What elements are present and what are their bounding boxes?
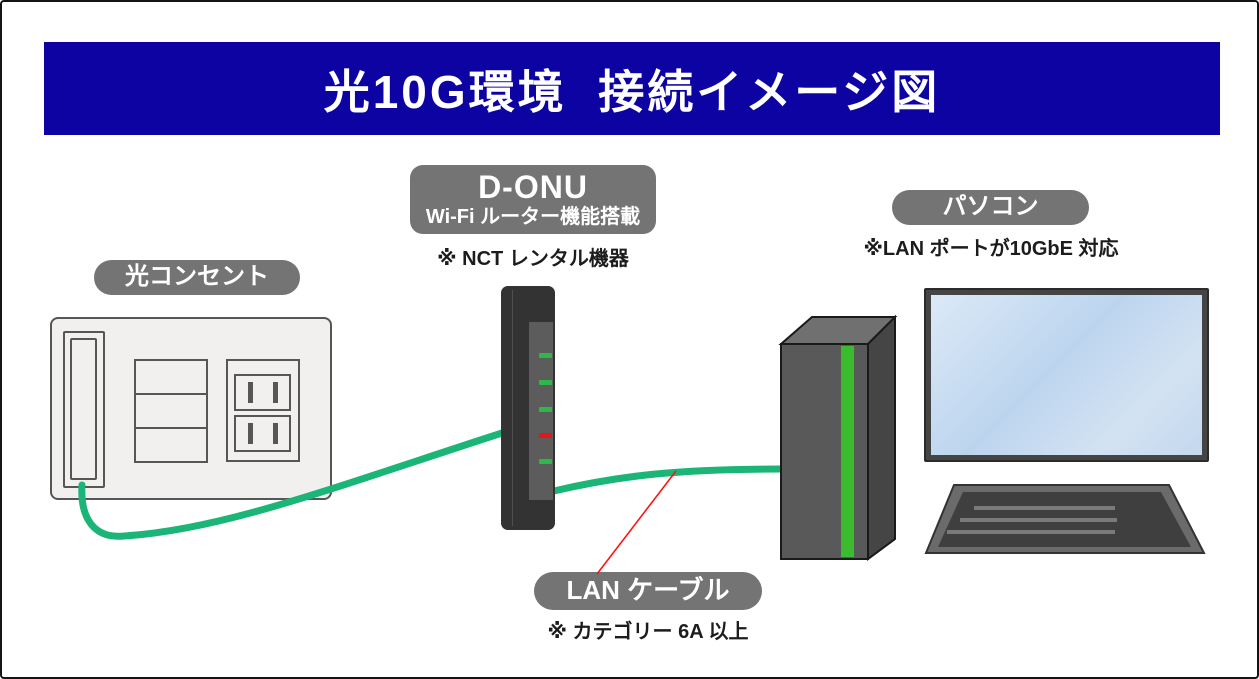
lan-cable-label-text: LAN ケーブル xyxy=(566,575,730,606)
onu-led-green xyxy=(539,407,552,412)
keyboard-body xyxy=(938,492,1191,547)
onu-seam-line xyxy=(512,290,513,526)
optical-outlet-label-text: 光コンセント xyxy=(125,263,269,291)
pc-tower-green-stripe xyxy=(841,346,854,557)
lan-cable-label: LAN ケーブル xyxy=(534,572,762,610)
page-title: 光10G環境 接続イメージ図 xyxy=(323,65,941,118)
pc-tower-front-face xyxy=(780,343,869,560)
onu-label-subtitle: Wi-Fi ルーター機能搭載 xyxy=(425,206,641,229)
onu-led-red xyxy=(539,433,552,438)
lan-cable-onu-to-pc xyxy=(550,465,784,495)
pc-note: ※LAN ポートが10GbE 対応 xyxy=(863,238,1119,260)
onu-device-icon xyxy=(501,286,555,530)
monitor-icon xyxy=(924,288,1209,462)
optical-outlet-label: 光コンセント xyxy=(94,260,300,295)
onu-label-title: D-ONU xyxy=(478,169,588,206)
optical-outlet-icon xyxy=(50,317,332,500)
onu-led-panel xyxy=(529,322,553,500)
keyboard-icon xyxy=(924,484,1206,554)
power-outlet-icon xyxy=(226,359,300,462)
pc-tower-top-face xyxy=(778,316,898,345)
pc-label-text: パソコン xyxy=(942,193,1039,221)
onu-label: D-ONU Wi-Fi ルーター機能搭載 xyxy=(410,165,656,234)
blank-plate-row xyxy=(136,429,206,461)
onu-led-green xyxy=(539,459,552,464)
lan-cable-callout-line xyxy=(596,470,677,575)
blank-plate-row xyxy=(136,395,206,429)
onu-note: ※ NCT レンタル機器 xyxy=(437,248,629,270)
pc-tower-side-face xyxy=(867,314,896,561)
onu-led-green xyxy=(539,353,552,358)
pc-label: パソコン xyxy=(892,190,1089,225)
prong-slot xyxy=(273,423,278,444)
header-banner: 光10G環境 接続イメージ図 xyxy=(44,42,1220,135)
prong-slot xyxy=(248,382,253,403)
optical-fiber-slot-icon xyxy=(63,331,105,488)
blank-plate-row xyxy=(136,361,206,395)
prong-slot xyxy=(273,382,278,403)
onu-led-green xyxy=(539,380,552,385)
blank-plate-icon xyxy=(134,359,208,463)
monitor-screen xyxy=(931,295,1202,455)
power-socket-top xyxy=(234,374,291,411)
power-socket-bottom xyxy=(234,415,291,452)
optical-fiber-slot-inner xyxy=(70,338,97,480)
lan-cable-note: ※ カテゴリー 6A 以上 xyxy=(547,621,749,643)
prong-slot xyxy=(248,423,253,444)
